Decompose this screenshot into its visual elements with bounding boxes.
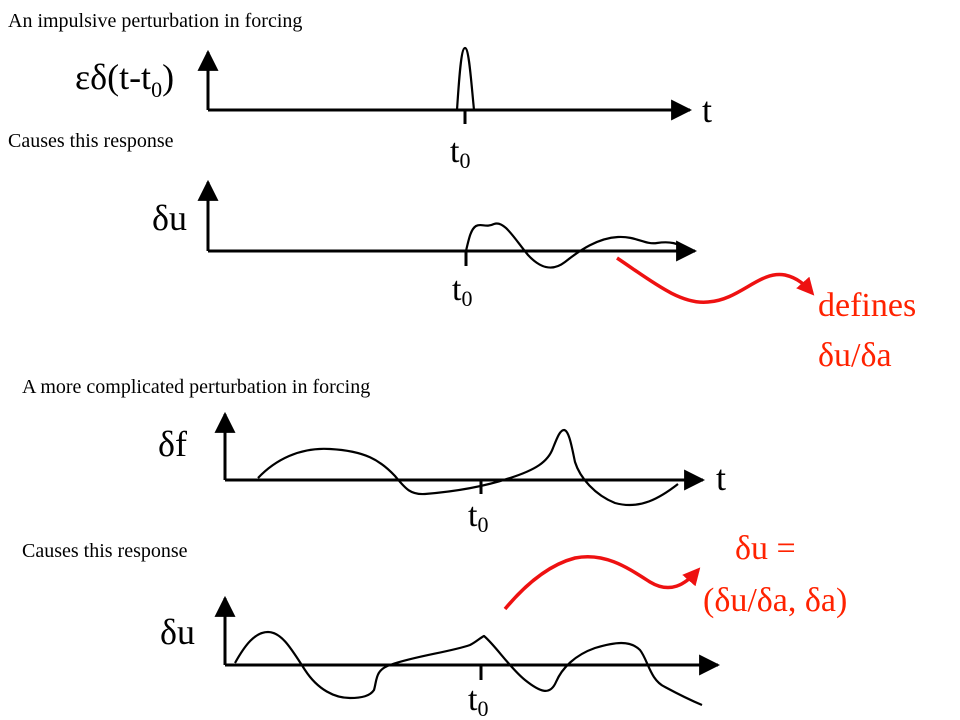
ylabel-epsilon-delta: εδ(t-t0) <box>75 57 174 102</box>
caption-response-2: Causes this response <box>22 540 188 562</box>
ylabel-delta-u-2: δu <box>160 612 195 652</box>
xlabel-t-impulse: t <box>702 90 712 130</box>
ylabel-delta-f: δf <box>158 424 187 464</box>
caption-response-1: Causes this response <box>8 130 174 152</box>
caption-impulse: An impulsive perturbation in forcing <box>8 10 302 32</box>
annotation-du-da-da: (δu/δa, δa) <box>703 582 847 619</box>
annotation-du-da: δu/δa <box>818 337 892 374</box>
panel-complex-forcing: A more complicated perturbation in forci… <box>22 376 726 537</box>
caption-complex: A more complicated perturbation in forci… <box>22 376 370 398</box>
tick-label-t0-response-2: t0 <box>468 681 488 720</box>
tick-label-t0-response-1: t0 <box>452 271 472 311</box>
xlabel-t-forcing: t <box>716 458 726 498</box>
impulse-response-curve <box>464 222 689 269</box>
annotation-du-equals: δu = <box>735 530 796 567</box>
panel-impulse: An impulsive perturbation in forcing εδ(… <box>8 10 712 173</box>
tick-label-t0-impulse: t0 <box>450 133 470 173</box>
panel-complex-response: Causes this response δu t0 <box>22 540 721 720</box>
complex-forcing-curve <box>257 428 679 507</box>
tick-label-t0-forcing: t0 <box>468 497 488 537</box>
ylabel-delta-u-1: δu <box>152 198 187 238</box>
red-arrow-du-equals <box>503 555 701 611</box>
panel-impulse-response: Causes this response δu t0 <box>8 130 698 311</box>
complex-response-curve <box>234 630 703 707</box>
annotation-defines: defines <box>818 287 916 324</box>
red-arrow-defines <box>616 256 815 304</box>
impulse-spike <box>455 46 476 111</box>
